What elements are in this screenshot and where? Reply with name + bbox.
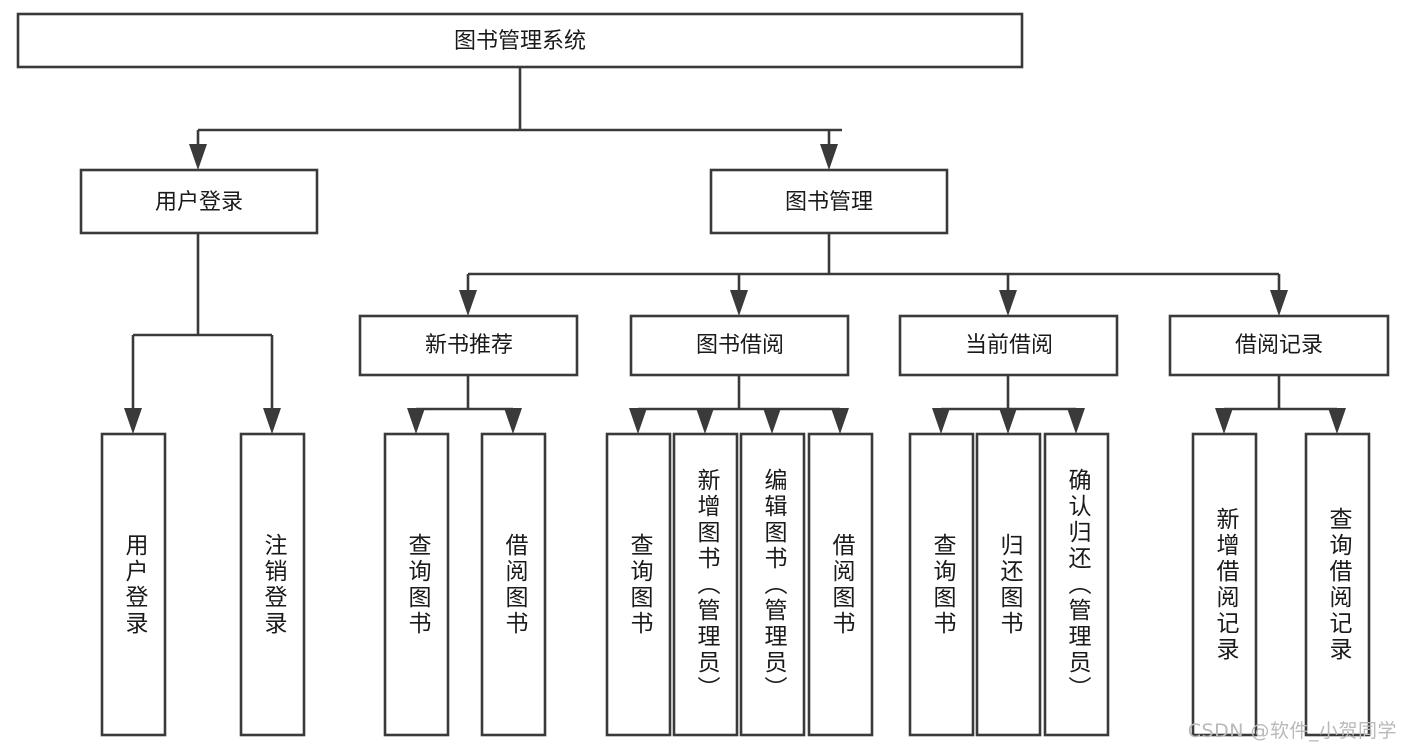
node-book-management[interactable]: 图书管理 [709, 168, 949, 235]
arrow-head-leaf-confirm-return [1067, 408, 1085, 434]
arrow-head-user-login [189, 144, 207, 170]
node-root-box[interactable] [16, 12, 1024, 69]
node-user-login-label: 用户登录 [155, 190, 243, 215]
arrow-head-leaf-logout-login [263, 408, 281, 434]
node-book-management-label: 图书管理 [785, 190, 873, 215]
arrow-head-book-management [820, 144, 838, 170]
node-user-login-box[interactable] [79, 168, 319, 235]
connector-book-borrow-to-leaves [629, 375, 849, 434]
node-user-login[interactable]: 用户登录 [79, 168, 319, 235]
leaf-box-query-record[interactable] [1304, 432, 1371, 737]
node-borrow-record-label: 借阅记录 [1235, 333, 1323, 358]
leaf-box-logout-login[interactable] [239, 432, 306, 737]
connector-root-to-level2 [189, 67, 842, 170]
arrow-head-leaf-borrow-book-2 [831, 408, 849, 434]
node-new-book-recommend-label: 新书推荐 [425, 333, 513, 358]
leaf-box-return-book[interactable] [975, 432, 1042, 737]
node-root-label: 图书管理系统 [454, 29, 586, 54]
leaf-box-query-book-3[interactable] [908, 432, 975, 737]
leaf-box-query-book-1[interactable] [383, 432, 450, 737]
arrow-head-leaf-query-book-2 [629, 408, 647, 434]
leaf-box-borrow-book-1[interactable] [480, 432, 547, 737]
arrow-head-leaf-user-login [124, 408, 142, 434]
leaf-box-confirm-return[interactable] [1043, 432, 1110, 737]
node-new-book-recommend-box[interactable] [358, 314, 579, 377]
node-book-borrow[interactable]: 图书借阅 [629, 314, 850, 377]
leaf-box-borrow-book-2[interactable] [807, 432, 874, 737]
connector-user-login-to-leaves [124, 233, 281, 434]
arrow-head-current-borrow [999, 290, 1017, 316]
arrow-head-leaf-borrow-book-1 [504, 408, 522, 434]
connector-book-management-to-level3 [459, 233, 1288, 316]
leaf-box-add-record[interactable] [1191, 432, 1258, 737]
node-current-borrow[interactable]: 当前借阅 [898, 314, 1119, 377]
arrow-head-book-borrow [730, 290, 748, 316]
leaf-box-user-login[interactable] [100, 432, 167, 737]
node-current-borrow-label: 当前借阅 [965, 333, 1053, 358]
arrow-head-leaf-return-book [999, 408, 1017, 434]
node-book-borrow-box[interactable] [629, 314, 850, 377]
node-borrow-record[interactable]: 借阅记录 [1168, 314, 1390, 377]
arrow-head-leaf-query-book-1 [407, 408, 425, 434]
node-current-borrow-box[interactable] [898, 314, 1119, 377]
arrow-head-borrow-record [1270, 290, 1288, 316]
node-book-management-box[interactable] [709, 168, 949, 235]
node-root[interactable]: 图书管理系统 [16, 12, 1024, 69]
csdn-watermark: CSDN @软件_小贺同学 [1187, 720, 1397, 742]
leaf-box-edit-book[interactable] [739, 432, 806, 737]
arrow-head-leaf-edit-book [763, 408, 781, 434]
arrow-head-new-book-recommend [459, 290, 477, 316]
leaf-box-query-book-2[interactable] [605, 432, 672, 737]
arrow-head-leaf-query-book-3 [932, 408, 950, 434]
connector-borrow-record-to-leaves [1215, 375, 1346, 434]
arrow-head-leaf-add-record [1215, 408, 1233, 434]
connector-new-book-recommend-to-leaves [407, 375, 522, 434]
leaf-box-add-book[interactable] [672, 432, 739, 737]
node-borrow-record-box[interactable] [1168, 314, 1390, 377]
arrow-head-leaf-add-book [696, 408, 714, 434]
arrow-head-leaf-query-record [1328, 408, 1346, 434]
node-new-book-recommend[interactable]: 新书推荐 [358, 314, 579, 377]
leaf-boxes [100, 432, 1371, 737]
node-book-borrow-label: 图书借阅 [696, 333, 784, 358]
connector-current-borrow-to-leaves [932, 375, 1085, 434]
